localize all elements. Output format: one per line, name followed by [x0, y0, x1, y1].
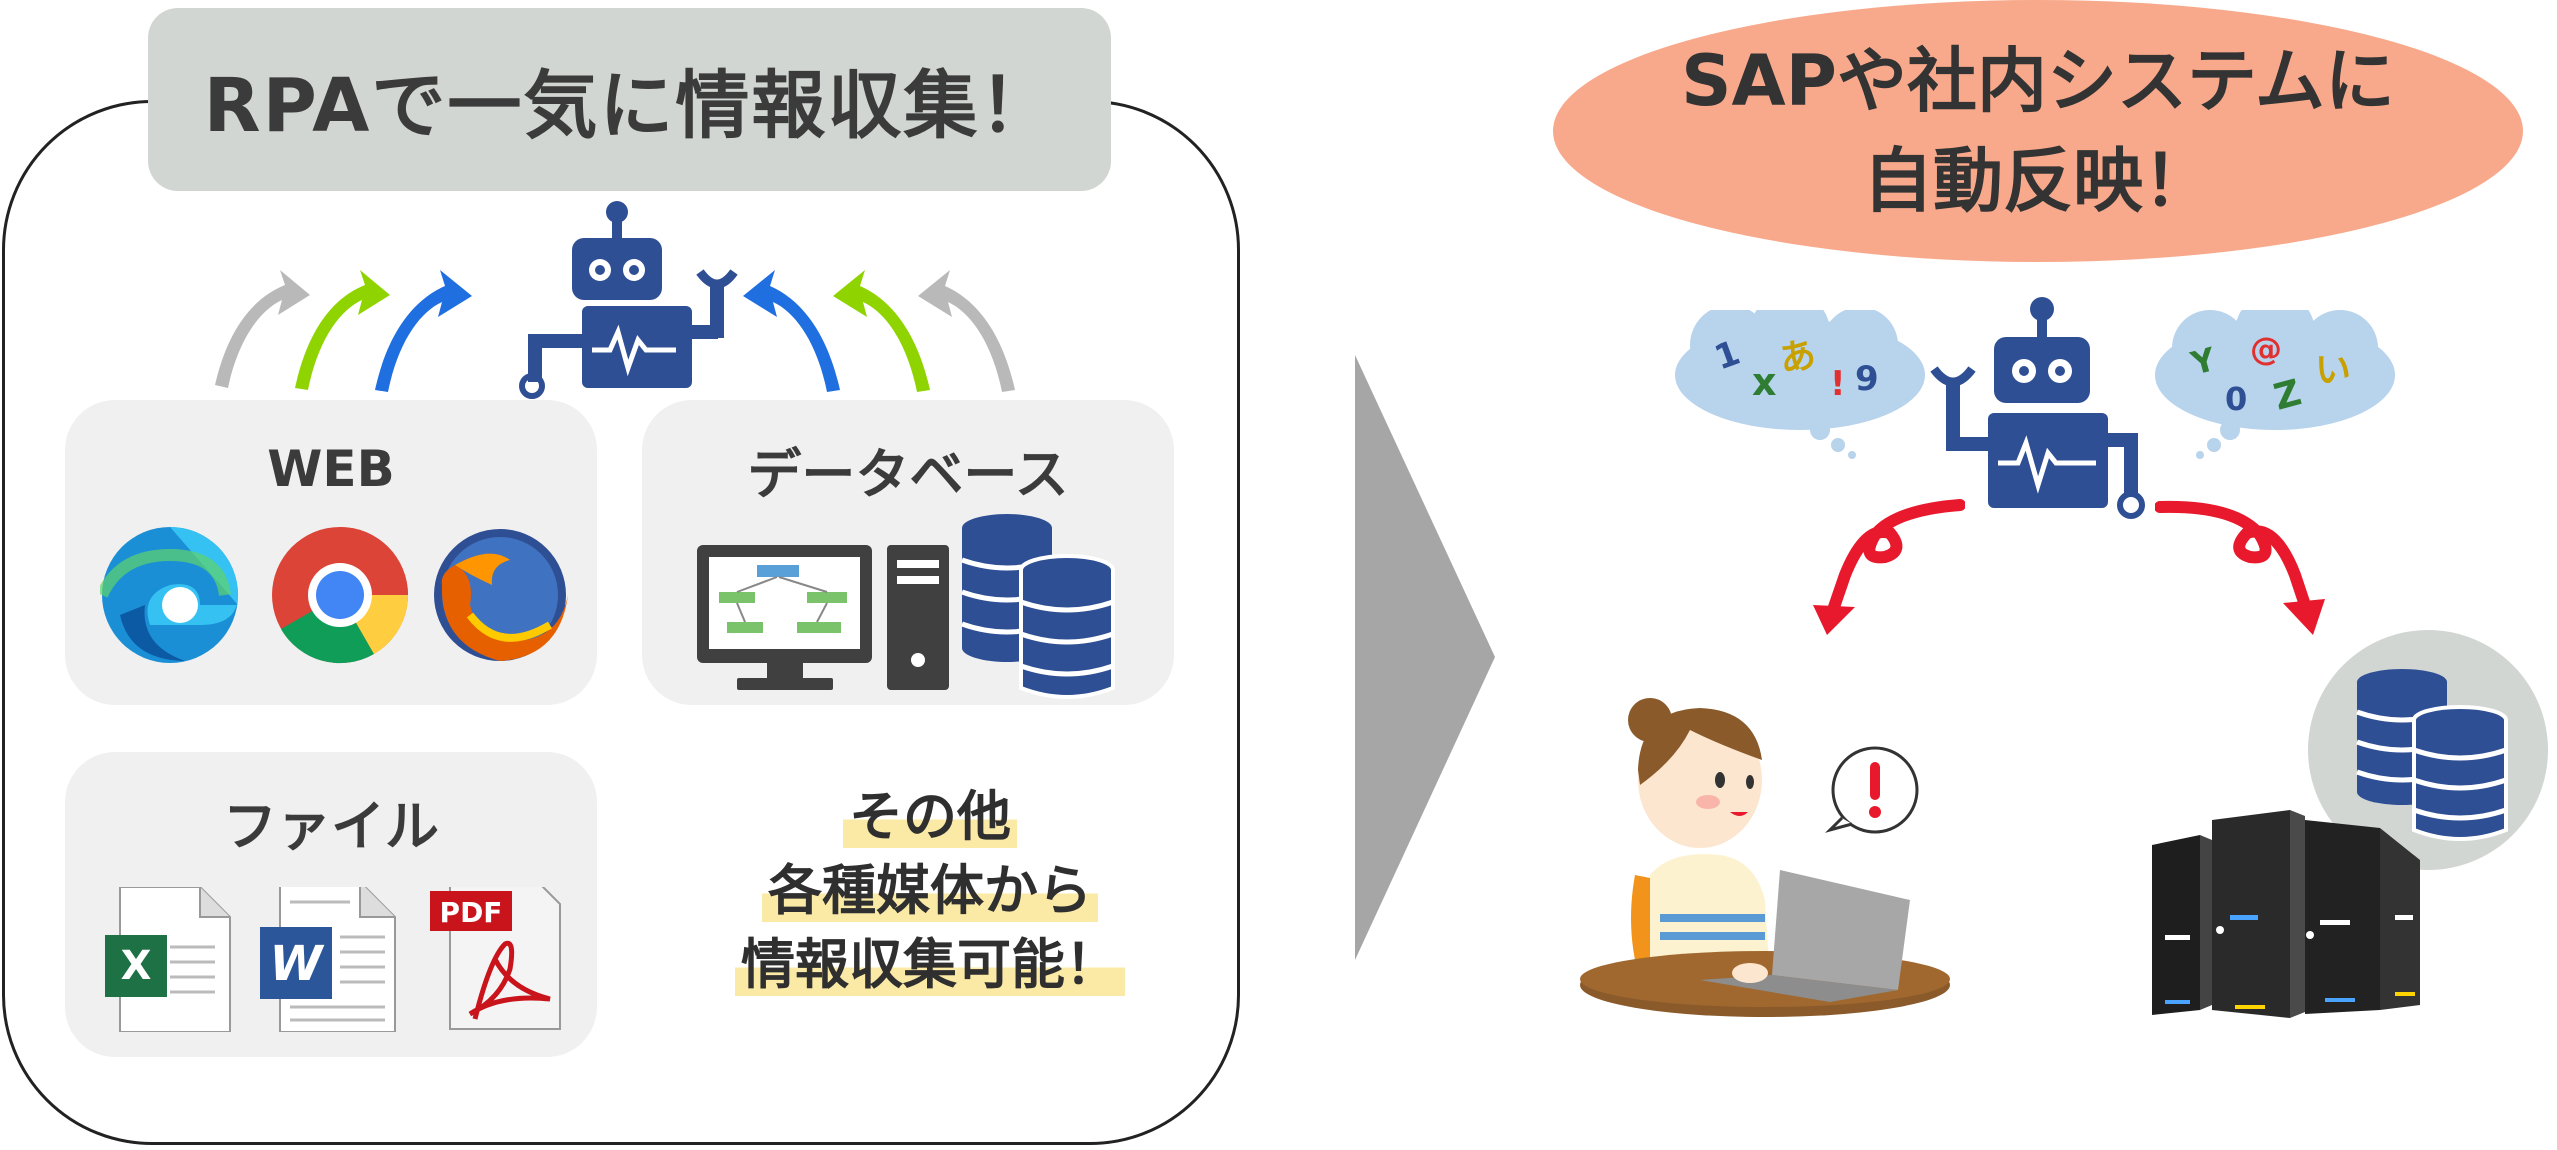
word-badge: W: [270, 936, 325, 992]
other-line-2: 各種媒体から: [762, 859, 1098, 922]
red-arrow-right-icon: [2155, 500, 2325, 635]
reflect-title-line-2: 自動反映！: [1862, 140, 2213, 222]
robot-collect-group: [215, 201, 1015, 399]
reflect-title-line-1: SAPや社内システムに: [1681, 40, 2395, 122]
other-media-text: その他 各種媒体から 情報収集可能！: [650, 780, 1210, 1002]
thought-bubble-left: 1 x あ ! 9: [1675, 310, 1925, 459]
database-stack-icon: [961, 514, 1115, 699]
arrow-blue-right-icon: [743, 270, 840, 392]
card-web-title: WEB: [267, 440, 395, 498]
database-illustration: [697, 514, 1115, 699]
bubble-char-8: 0: [2225, 380, 2247, 418]
card-database: データベース: [642, 400, 1174, 705]
bubble-char-7: @: [2250, 330, 2282, 368]
browser-icons: [100, 527, 568, 664]
thought-bubble-right: Y @ 0 Z い: [2155, 310, 2395, 459]
robot-reflect-icon: [1930, 297, 2145, 519]
file-icons: X W PDF: [105, 887, 561, 1032]
alert-bubble-icon: [1824, 746, 1919, 834]
server-rack-icon: [2152, 810, 2420, 1018]
chrome-icon: [272, 527, 409, 664]
pdf-file-icon: PDF: [430, 887, 561, 1030]
pdf-badge: PDF: [440, 896, 503, 929]
card-file-title: ファイル: [223, 795, 439, 858]
card-file: ファイル X W PDF: [65, 752, 597, 1057]
red-arrow-left-icon: [1813, 499, 1965, 635]
card-database-title: データベース: [747, 443, 1069, 506]
reflect-title: SAPや社内システムに 自動反映！: [1553, 0, 2523, 262]
arrow-blue-left-icon: [375, 270, 472, 392]
office-worker-illustration: [1580, 698, 1950, 1017]
flow-arrow-icon: [1355, 355, 1495, 960]
arrow-gray-left-icon: [215, 270, 310, 388]
database-circle-icon: [2308, 630, 2548, 870]
card-web: WEB: [65, 400, 597, 705]
bubble-char-2: x: [1752, 360, 1777, 404]
robot-icon: [519, 201, 738, 399]
bubble-char-4: !: [1830, 364, 1846, 404]
arrow-green-right-icon: [833, 270, 930, 392]
bubble-char-10: い: [2315, 350, 2351, 391]
bubble-char-3: あ: [1776, 334, 1819, 381]
bubble-char-5: 9: [1855, 359, 1879, 399]
arrow-green-left-icon: [295, 270, 390, 390]
collection-title: RPAで一気に情報収集！: [148, 8, 1111, 191]
other-line-3: 情報収集可能！: [735, 933, 1125, 996]
word-file-icon: W: [260, 887, 396, 1032]
excel-file-icon: X: [105, 887, 231, 1032]
firefox-icon: [434, 529, 568, 661]
excel-badge: X: [121, 943, 152, 989]
arrow-gray-right-icon: [918, 270, 1015, 392]
server-database-illustration: [2152, 630, 2548, 1018]
other-line-1: その他: [843, 785, 1017, 848]
edge-icon: [100, 527, 238, 663]
computer-icon: [697, 545, 949, 690]
